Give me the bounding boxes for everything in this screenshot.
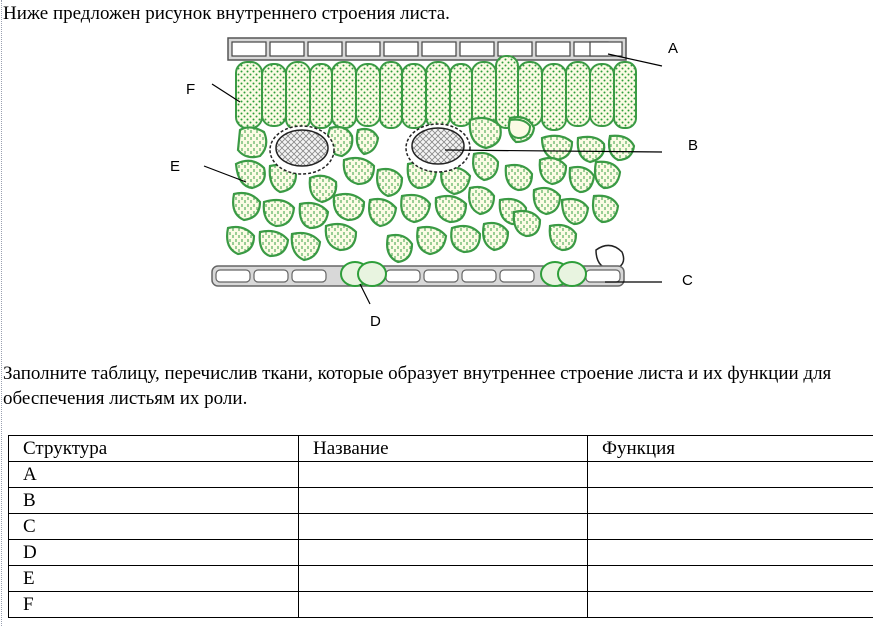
leaf-cross-section-figure: A F B E C D [150,28,740,340]
stomata [340,261,587,287]
table-row: F [8,591,873,618]
header-name: Название [298,435,588,462]
row-b-name-cell[interactable] [298,487,588,514]
table-row: A [8,461,873,488]
row-structure-d: D [8,539,299,566]
answer-table: Структура Название Функция A B C D E F [8,435,873,618]
row-f-name-cell[interactable] [298,591,588,618]
table-row: D [8,539,873,566]
row-b-function-cell[interactable] [587,487,873,514]
vascular-bundles [269,123,471,175]
upper-epidermis [227,37,627,61]
row-e-name-cell[interactable] [298,565,588,592]
row-structure-c: C [8,513,299,540]
row-d-name-cell[interactable] [298,539,588,566]
row-e-function-cell[interactable] [587,565,873,592]
row-d-function-cell[interactable] [587,539,873,566]
lower-epidermis [211,265,625,287]
label-a: A [668,40,678,57]
label-c: C [682,272,693,289]
label-f: F [186,81,195,98]
label-d: D [370,313,381,330]
task-heading: Ниже предложен рисунок внутреннего строе… [3,3,450,24]
table-row: E [8,565,873,592]
label-b: B [688,137,698,154]
row-structure-e: E [8,565,299,592]
row-structure-b: B [8,487,299,514]
page-margin-guide [1,0,2,626]
row-f-function-cell[interactable] [587,591,873,618]
row-c-name-cell[interactable] [298,513,588,540]
row-a-function-cell[interactable] [587,461,873,488]
palisade-mesophyll [235,55,637,131]
task-instruction: Заполните таблицу, перечислив ткани, кот… [3,363,832,409]
row-structure-f: F [8,591,299,618]
table-row: B [8,487,873,514]
row-c-function-cell[interactable] [587,513,873,540]
table-header-row: Структура Название Функция [8,435,873,462]
header-function: Функция [587,435,873,462]
header-structure: Структура [8,435,299,462]
table-row: C [8,513,873,540]
label-e: E [170,158,180,175]
row-a-name-cell[interactable] [298,461,588,488]
row-structure-a: A [8,461,299,488]
